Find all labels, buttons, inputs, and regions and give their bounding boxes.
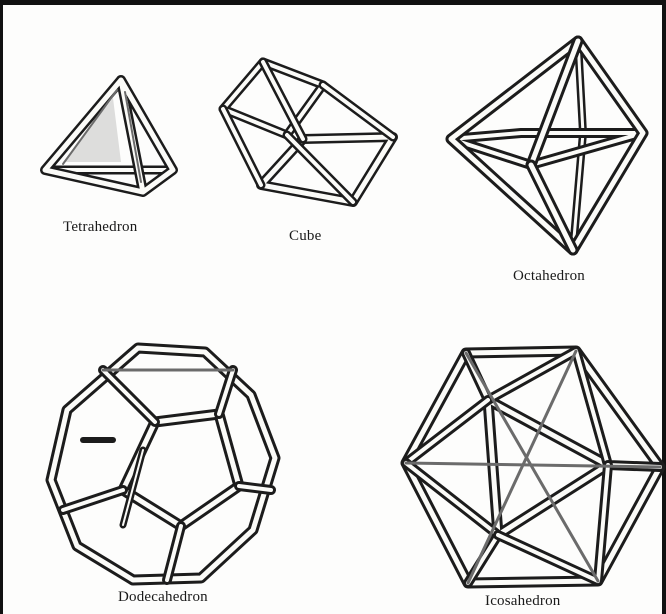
dodecahedron-edges bbox=[51, 348, 275, 580]
dodecahedron-frame bbox=[43, 340, 283, 590]
icosahedron-edges bbox=[406, 351, 660, 583]
icosahedron-frame bbox=[398, 345, 666, 590]
tetrahedron-edges bbox=[45, 80, 173, 192]
cube-frame bbox=[203, 57, 413, 217]
octahedron-frame bbox=[443, 35, 663, 257]
dodecahedron-label: Dodecahedron bbox=[118, 589, 208, 606]
tetrahedron-frame bbox=[33, 70, 183, 205]
cube-edges bbox=[223, 62, 393, 202]
octahedron-label: Octahedron bbox=[513, 268, 585, 285]
cube-label: Cube bbox=[289, 228, 321, 245]
tetrahedron-label: Tetrahedron bbox=[63, 219, 137, 236]
octahedron-edges bbox=[451, 41, 643, 250]
icosahedron-label: Icosahedron bbox=[485, 593, 561, 610]
